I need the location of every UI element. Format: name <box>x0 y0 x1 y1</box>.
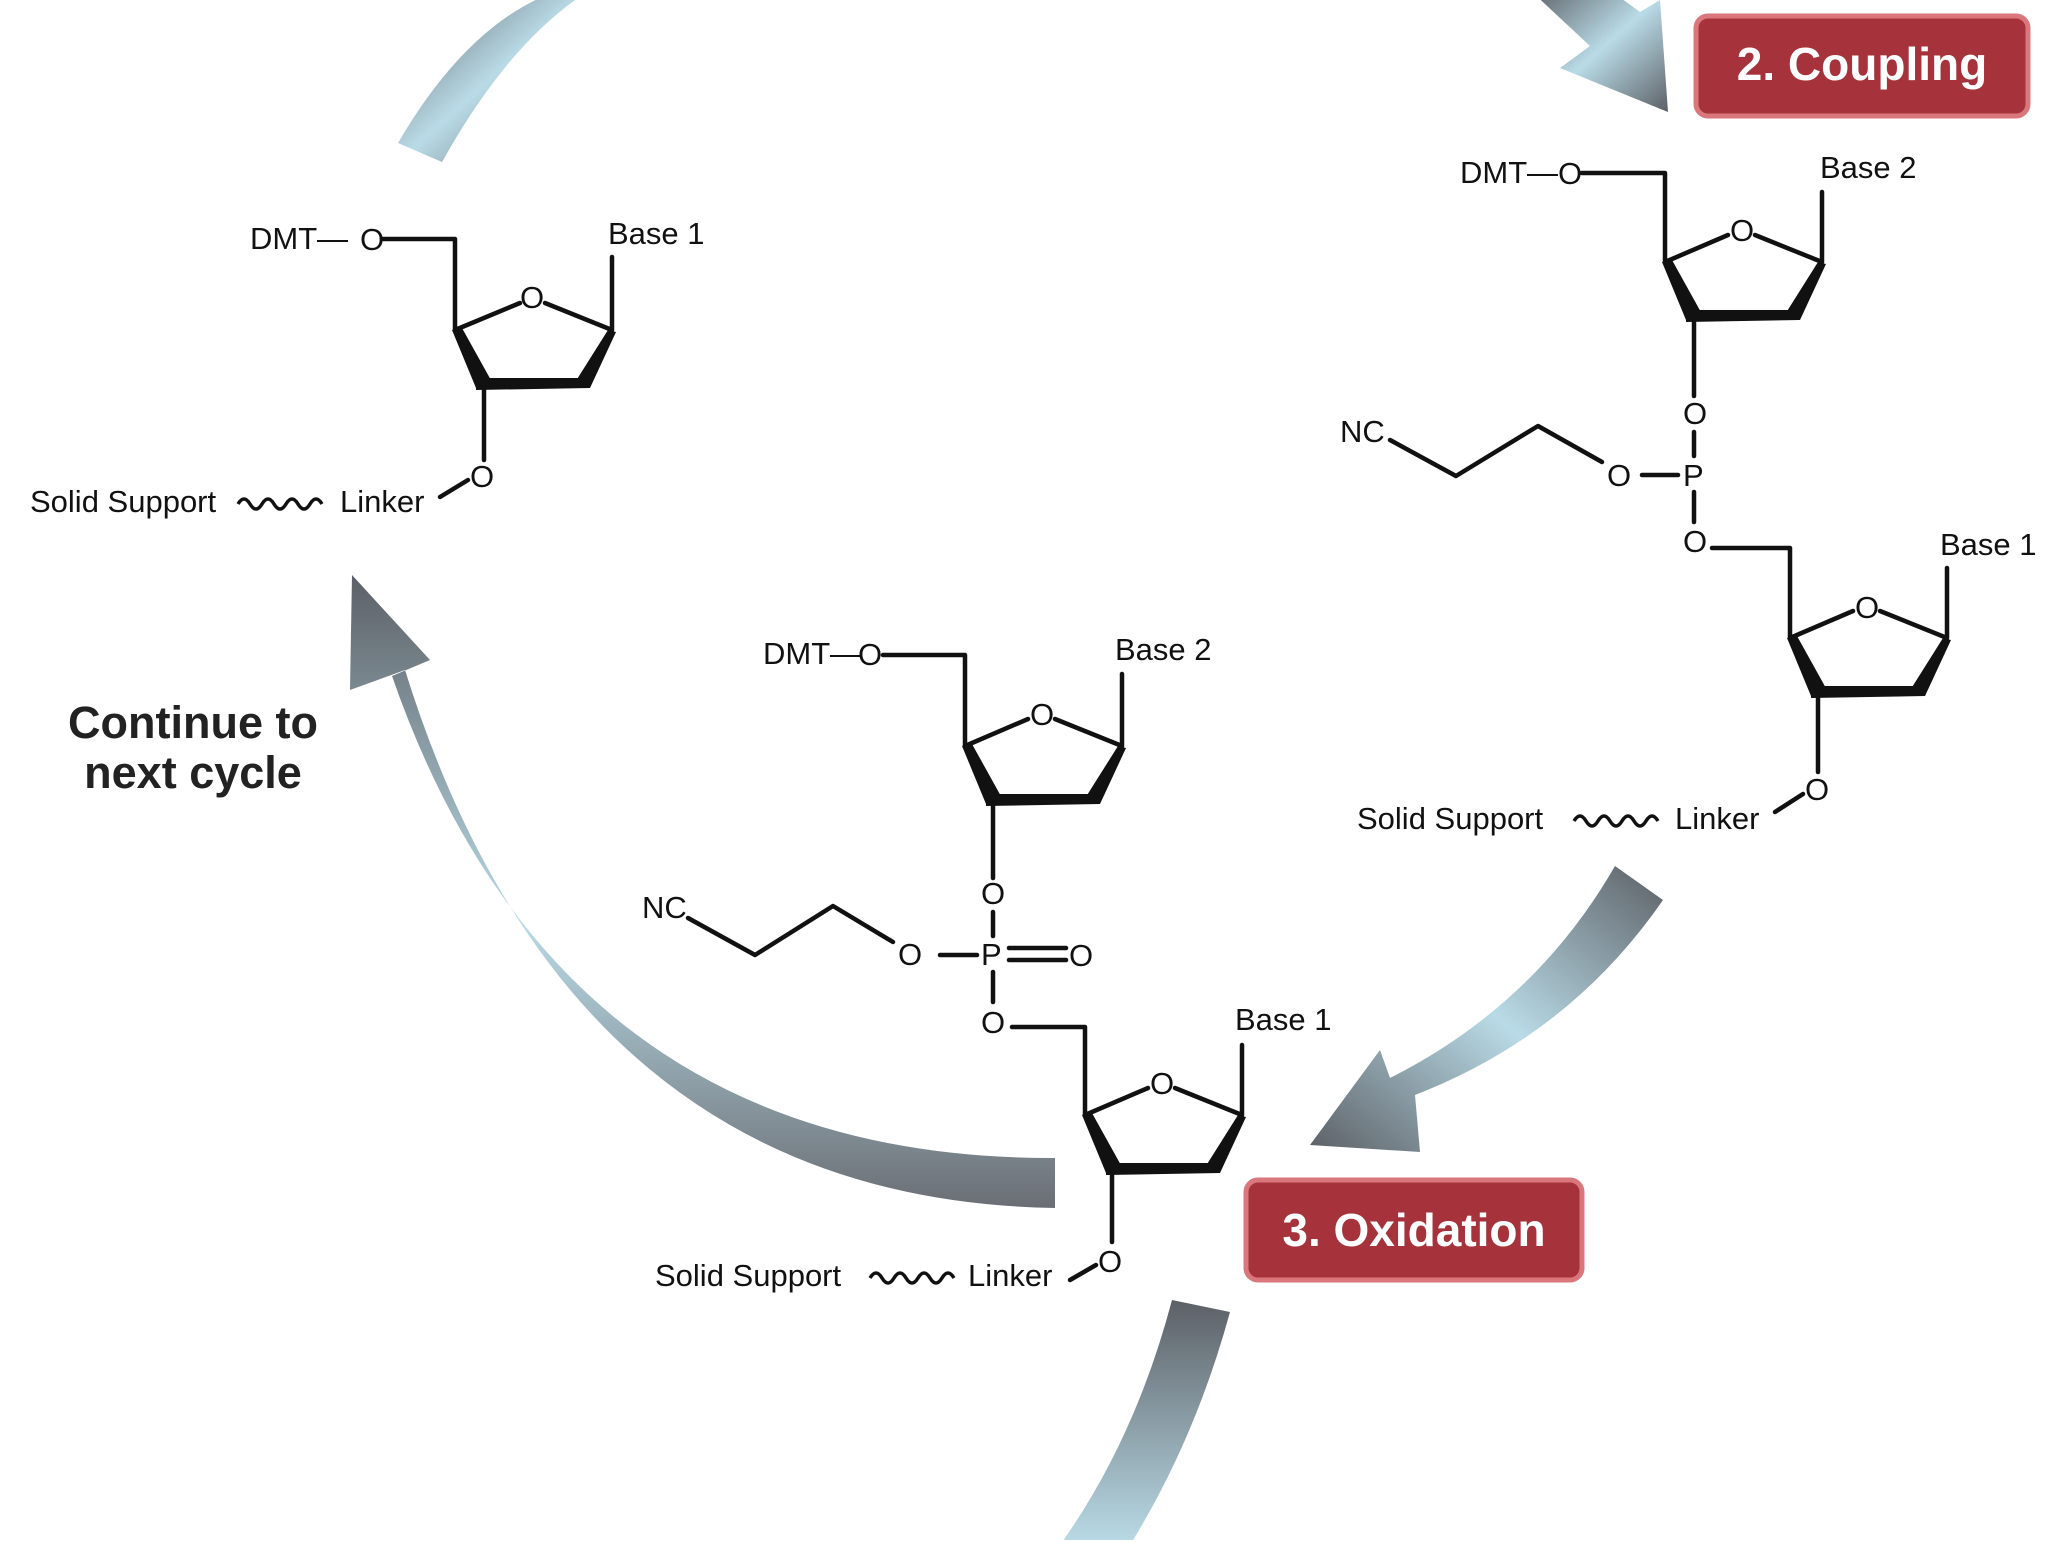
oxidized-phosphorus: P <box>981 937 1002 972</box>
arrow-continue-next-cycle <box>352 572 1055 1208</box>
oxidized-linker-oxygen: O <box>1098 1244 1122 1279</box>
arrow-to-coupling <box>1540 0 1668 112</box>
oxidized-dmt-bond: — <box>830 636 861 671</box>
oxidized-nc-label: NC <box>642 890 687 925</box>
oxidation-step-label: 3. Oxidation <box>1282 1204 1545 1256</box>
linker-label: Linker <box>340 484 424 519</box>
coupled-ester-oxygen: O <box>1607 458 1631 493</box>
coupled-nc-label: NC <box>1340 414 1385 449</box>
oxidized-ester-oxygen: O <box>898 937 922 972</box>
continue-note-line2: next cycle <box>84 747 302 798</box>
coupled-bottom-ring-oxygen: O <box>1855 590 1879 625</box>
continue-note: Continue to next cycle <box>68 697 318 798</box>
linker-oxygen: O <box>470 459 494 494</box>
support-label: Solid Support <box>30 484 217 519</box>
oxidized-linker-label: Linker <box>968 1258 1052 1293</box>
arrow-to-oxidation <box>1310 866 1663 1152</box>
continue-note-line1: Continue to <box>68 697 318 748</box>
coupled-5p-oxygen: O <box>1683 524 1707 559</box>
coupled-support-label: Solid Support <box>1357 801 1544 836</box>
oxidized-bottom-base-label: Base 1 <box>1235 1002 1332 1037</box>
base-label: Base 1 <box>608 216 705 251</box>
coupled-dmt-bond: — <box>1527 155 1558 190</box>
coupled-3p-oxygen: O <box>1683 396 1707 431</box>
ring-oxygen: O <box>520 280 544 315</box>
coupled-top-base-label: Base 2 <box>1820 150 1917 185</box>
oxidized-dmt-label: DMT <box>763 636 830 671</box>
coupled-top-ring-oxygen: O <box>1730 213 1754 248</box>
oxidized-top-base-label: Base 2 <box>1115 632 1212 667</box>
arc-arrow-bottom <box>1060 1300 1230 1545</box>
molecule-coupled: DMT — O O Base 2 O P O O NC O Base 1 O S… <box>1340 150 2037 836</box>
coupling-step-badge: 2. Coupling <box>1693 13 2031 119</box>
coupled-phosphorus: P <box>1683 458 1704 493</box>
coupled-bottom-base-label: Base 1 <box>1940 527 2037 562</box>
oxidation-step-badge: 3. Oxidation <box>1243 1177 1585 1283</box>
oxidized-dmt-oxygen: O <box>858 637 882 672</box>
coupled-linker-label: Linker <box>1675 801 1759 836</box>
oxidized-3p-oxygen: O <box>981 876 1005 911</box>
oxidized-top-ring-oxygen: O <box>1030 697 1054 732</box>
arrow-continue-next-cycle-body <box>350 575 1055 1208</box>
oxidized-5p-oxygen: O <box>981 1005 1005 1040</box>
oxidized-support-label: Solid Support <box>655 1258 842 1293</box>
dmt-label: DMT <box>250 221 317 256</box>
coupled-linker-oxygen: O <box>1805 772 1829 807</box>
molecule-oxidized: DMT — O O Base 2 O P O O O NC O Base 1 <box>642 632 1332 1293</box>
oxidized-bottom-ring-oxygen: O <box>1150 1066 1174 1101</box>
coupled-dmt-label: DMT <box>1460 155 1527 190</box>
arc-arrow-top-left <box>398 0 576 162</box>
coupled-dmt-oxygen: O <box>1558 156 1582 191</box>
dmt-bond: — <box>317 221 348 256</box>
oxidized-double-bond-oxygen: O <box>1069 938 1093 973</box>
coupling-step-label: 2. Coupling <box>1737 38 1987 90</box>
molecule-start: DMT — O O Base 1 O Solid Support Linker <box>30 216 705 519</box>
